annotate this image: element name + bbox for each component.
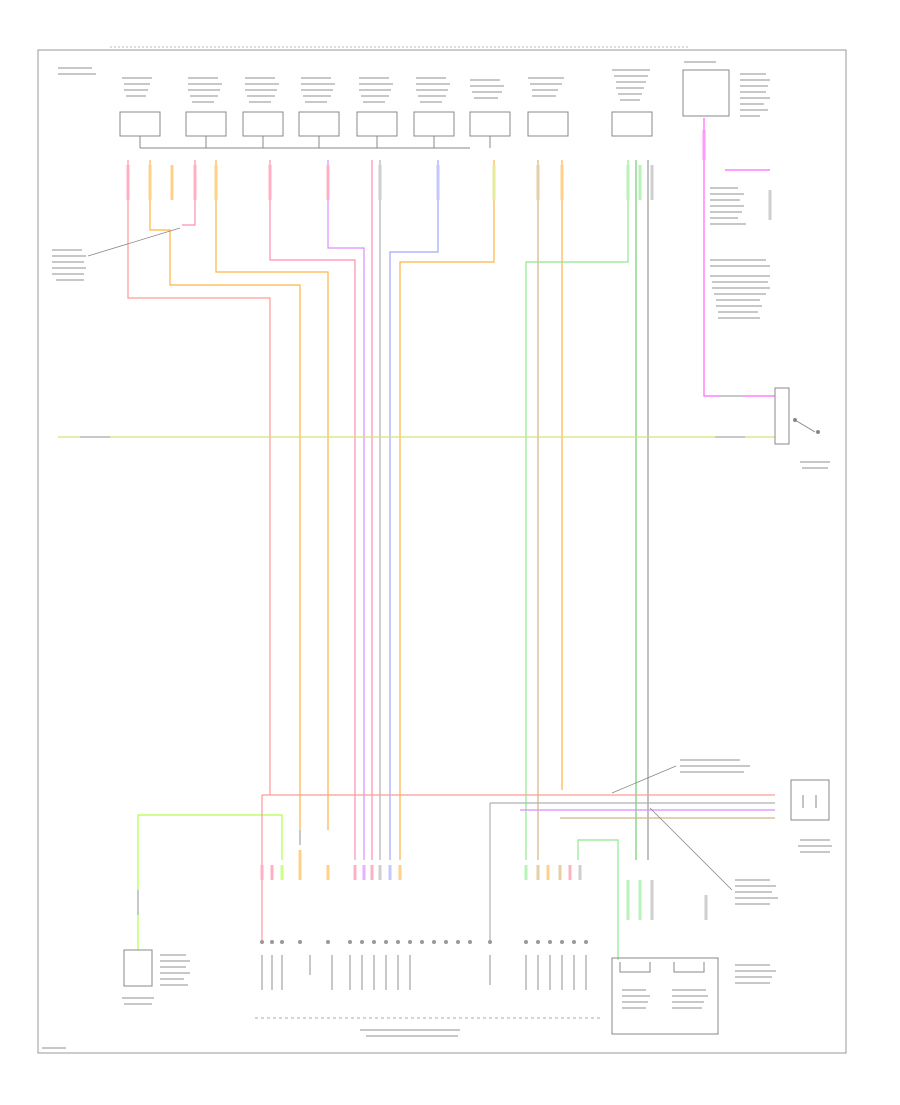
- tcm-submodule: [611, 957, 719, 1035]
- sensor-connector-1: [119, 111, 161, 137]
- pcm-pin-labels: [261, 955, 587, 990]
- left-annotation: [52, 249, 86, 281]
- diagram-frame: [37, 49, 847, 1054]
- bottom-left-labels: [42, 830, 301, 1049]
- sensor-connector-9: [611, 111, 653, 137]
- tcm-labels: [622, 989, 708, 1009]
- right-annotation: [710, 187, 770, 319]
- switch-labels: [80, 395, 830, 469]
- sensor-connector-6: [413, 111, 455, 137]
- leader-1: [611, 765, 677, 794]
- sensor-connector-3: [242, 111, 284, 137]
- bottom-right-labels: [680, 759, 832, 984]
- wire-orange-2: [215, 160, 329, 830]
- top-wire-ticks: [126, 130, 772, 220]
- sensor-connector-2: [185, 111, 227, 137]
- bottom-relay: [790, 779, 830, 821]
- wire-red-left: [182, 160, 196, 226]
- pcm-pin-row: [260, 940, 588, 944]
- wire-violet: [327, 160, 365, 860]
- wire-pink-1: [269, 160, 356, 860]
- wire-orange-3: [399, 160, 495, 860]
- wire-green: [525, 160, 629, 860]
- pcm-connector-pins: [260, 850, 708, 920]
- wire-lime: [137, 814, 283, 950]
- wire-group: [58, 118, 775, 960]
- bottom-left-sensor: [123, 949, 153, 987]
- pcm-module-title: [360, 1029, 460, 1037]
- wire-magenta: [703, 118, 775, 397]
- sensor-connector-7: [469, 111, 511, 137]
- wire-blue: [389, 160, 439, 860]
- wire-green-bottom: [577, 839, 619, 960]
- top-label-blocks: [58, 61, 770, 117]
- sensor-connector-4: [298, 111, 340, 137]
- neutral-switch: [774, 387, 820, 445]
- sensor-connector-5: [356, 111, 398, 137]
- wire-orange-left: [149, 160, 301, 830]
- leader-2: [649, 807, 733, 891]
- left-leader: [87, 227, 181, 257]
- fuse-relay-box: [682, 69, 730, 117]
- wire-pink-left: [127, 160, 271, 795]
- top-splice-drops: [139, 136, 491, 148]
- sensor-connector-8: [527, 111, 569, 137]
